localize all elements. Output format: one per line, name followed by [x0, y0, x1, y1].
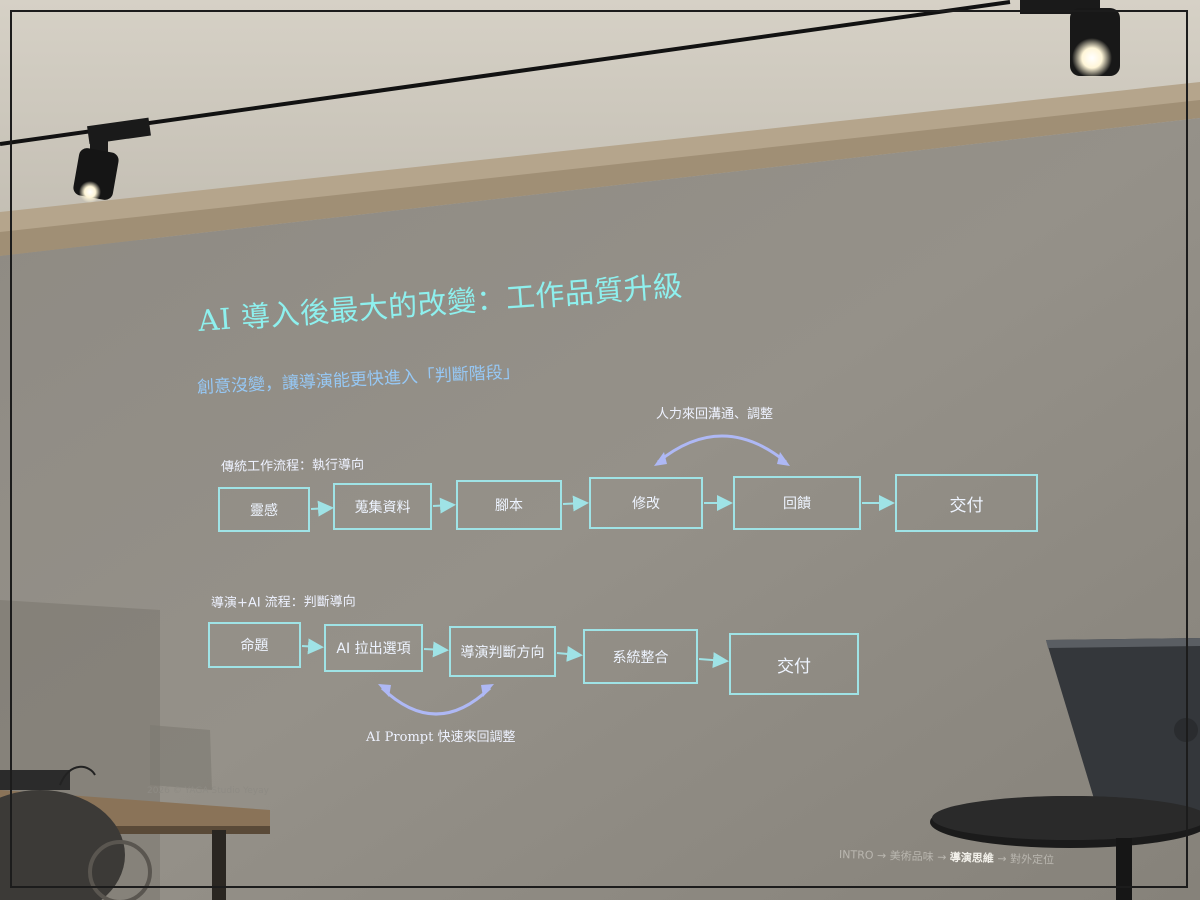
arrow-1 — [310, 500, 334, 517]
audience-head — [0, 790, 125, 900]
step-system-integration: 系統整合 — [583, 629, 698, 684]
step-script: 腳本 — [456, 480, 562, 530]
keyboard — [0, 770, 70, 790]
spotlight-left — [73, 117, 151, 203]
slide-credit: 2026 © YAGA Studio Yeyay — [147, 786, 269, 796]
step-brief: 命題 — [208, 622, 301, 668]
laptop — [1046, 638, 1200, 820]
nav-item-director-active: 導演思維 — [949, 850, 995, 866]
loop-arc-ai — [380, 686, 492, 716]
step-delivery: 交付 — [895, 474, 1038, 532]
track-rail — [0, 0, 1011, 146]
arrow-3 — [562, 495, 589, 512]
arrow-7 — [423, 641, 449, 658]
arrow-2 — [432, 497, 456, 514]
ai-loop-caption: AI Prompt 快速來回調整 — [366, 730, 516, 745]
arrow-9 — [698, 652, 729, 669]
nav-item-positioning: 對外定位 — [1009, 852, 1055, 867]
nav-item-intro: INTRO — [838, 848, 874, 862]
step-feedback: 回饋 — [733, 476, 861, 530]
projection-wall — [0, 118, 1200, 900]
step-ai-delivery: 交付 — [729, 633, 859, 695]
step-director-decision: 導演判斷方向 — [449, 626, 556, 677]
loop-arc-traditional — [657, 434, 787, 464]
traditional-loop-caption: 人力來回溝通、調整 — [656, 407, 774, 422]
step-research: 蒐集資料 — [333, 483, 432, 530]
nav-item-art: 美術品味 — [889, 849, 934, 864]
arrow-6 — [301, 638, 324, 655]
step-ai-options: AI 拉出選項 — [324, 624, 423, 672]
step-revise: 修改 — [589, 477, 703, 529]
step-inspiration: 靈感 — [218, 487, 310, 532]
arrow-8 — [556, 645, 583, 662]
